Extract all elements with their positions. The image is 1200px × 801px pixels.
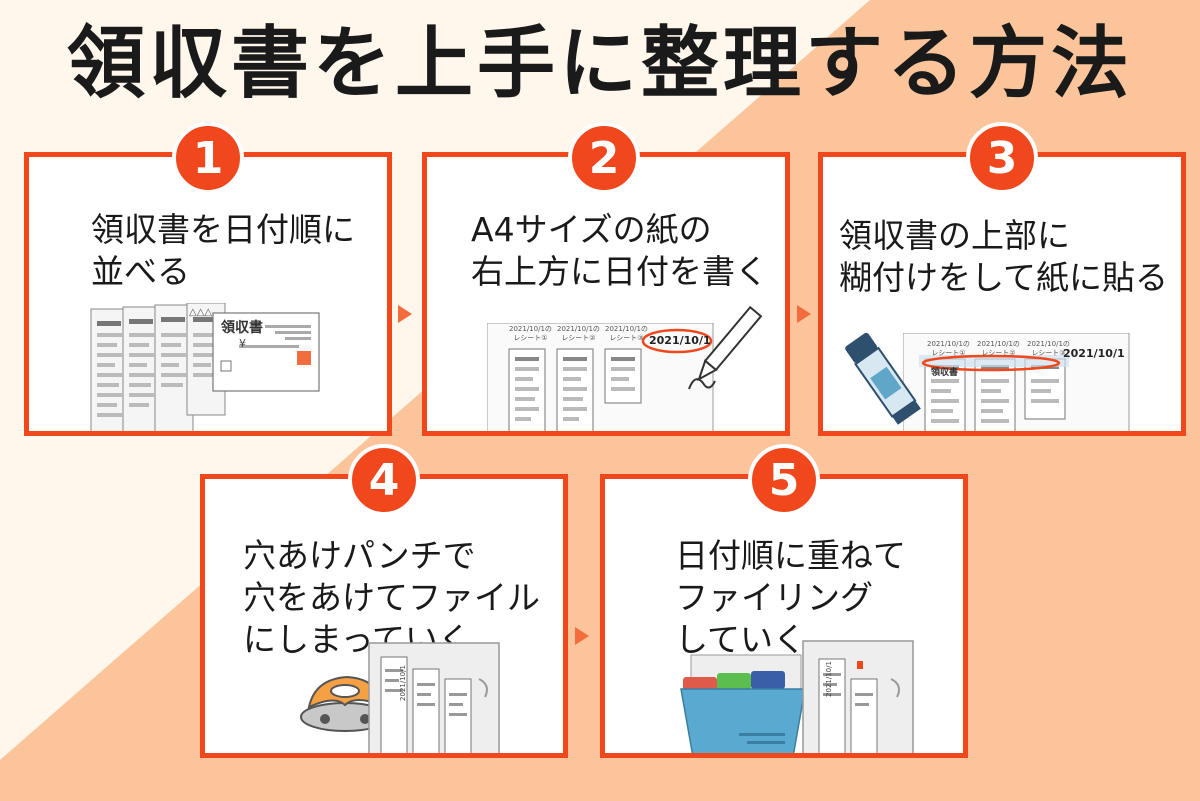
header-label: 2021/10/1の	[605, 325, 648, 333]
step-2-line-1: A4サイズの紙の	[471, 210, 712, 249]
step-text-3: 領収書の上部に 糊付けをして紙に貼る	[839, 215, 1168, 299]
clear-file-icon	[802, 640, 914, 753]
arrow-right-icon	[575, 627, 589, 645]
glue-stick-icon	[845, 332, 921, 425]
step-2-line-2: 右上方に日付を書く	[471, 252, 768, 291]
step-3-line-1: 領収書の上部に	[839, 216, 1070, 255]
step-badge-4: 4	[348, 444, 420, 516]
step-card-2: A4サイズの紙の 右上方に日付を書く 2021/10/1の レシート① 2021…	[422, 152, 790, 436]
step-badge-5: 5	[748, 444, 820, 516]
receipt-header-1: 2021/10/1の レシート①	[927, 340, 970, 358]
receipt-title-label: 領収書	[221, 320, 263, 336]
step-card-1: 領収書を日付順に 並べる	[24, 152, 392, 436]
step-text-4: 穴あけパンチで 穴をあけてファイル にしまっていく	[243, 535, 540, 661]
header-label: 2021/10/1の	[1027, 340, 1070, 348]
step-card-4: 穴あけパンチで 穴をあけてファイル にしまっていく 2021/10/1	[200, 474, 568, 758]
header-label: 2021/10/1の	[509, 325, 552, 333]
a4-paper-illustration	[487, 323, 714, 431]
receipt-title-label: 領収書	[931, 368, 959, 378]
step-3-line-2: 糊付けをして紙に貼る	[839, 258, 1169, 297]
step-1-line-2: 並べる	[91, 252, 190, 291]
folder-icon	[680, 654, 806, 753]
step-4-line-2: 穴をあけてファイル	[243, 578, 540, 617]
header-label: 2021/10/1の	[557, 325, 600, 333]
receipt-header-3: 2021/10/1の レシート③	[605, 325, 648, 343]
header-label: 2021/10/1の	[927, 340, 970, 348]
page-title: 領収書を上手に整理する方法	[66, 19, 1133, 109]
arrow-right-icon	[398, 305, 412, 323]
step-card-5: 日付順に重ねて ファイリング していく 2021/10/1	[600, 474, 968, 758]
sheet-date-label: 2021/10/1	[824, 661, 833, 697]
subheader-label: レシート①	[931, 349, 966, 357]
sheet-date-label: 2021/10/1	[398, 665, 407, 701]
date-label: 2021/10/1	[1063, 347, 1125, 360]
clear-file-icon	[368, 642, 500, 753]
header-label: 2021/10/1の	[977, 340, 1020, 348]
receipt-header-3: 2021/10/1の レシート③	[1027, 340, 1070, 358]
step-4-line-1: 穴あけパンチで	[243, 536, 476, 575]
arrow-right-icon	[797, 305, 811, 323]
step-5-line-1: 日付順に重ねて	[675, 536, 906, 575]
step-badge-2: 2	[568, 122, 640, 194]
step-5-line-2: ファイリング	[675, 578, 873, 617]
step-text-5: 日付順に重ねて ファイリング していく	[675, 535, 906, 661]
receipt-header-2: 2021/10/1の レシート②	[557, 325, 600, 343]
subheader-label: レシート②	[981, 349, 1016, 357]
date-label: 2021/10/1	[649, 334, 711, 347]
subheader-label: レシート③	[609, 334, 644, 342]
subheader-label: レシート①	[513, 334, 548, 342]
yen-label: ¥	[239, 337, 246, 350]
pen-icon	[688, 305, 763, 390]
step-badge-3: 3	[966, 122, 1038, 194]
step-badge-1: 1	[172, 122, 244, 194]
receipt-header-1: 2021/10/1の レシート①	[509, 325, 552, 343]
step-1-line-1: 領収書を日付順に	[91, 210, 355, 249]
step-5-line-3: していく	[675, 620, 807, 659]
triangles-label: △△△	[189, 307, 213, 318]
pasted-receipts-illustration	[903, 333, 1130, 431]
subheader-label: レシート②	[561, 334, 596, 342]
receipts-stack-illustration	[90, 303, 320, 431]
receipt-header-2: 2021/10/1の レシート②	[977, 340, 1020, 358]
step-text-2: A4サイズの紙の 右上方に日付を書く	[471, 209, 768, 293]
step-card-3: 領収書の上部に 糊付けをして紙に貼る 2021/10/1の レシート① 2021…	[818, 152, 1186, 436]
step-text-1: 領収書を日付順に 並べる	[91, 209, 355, 293]
subheader-label: レシート③	[1031, 349, 1066, 357]
